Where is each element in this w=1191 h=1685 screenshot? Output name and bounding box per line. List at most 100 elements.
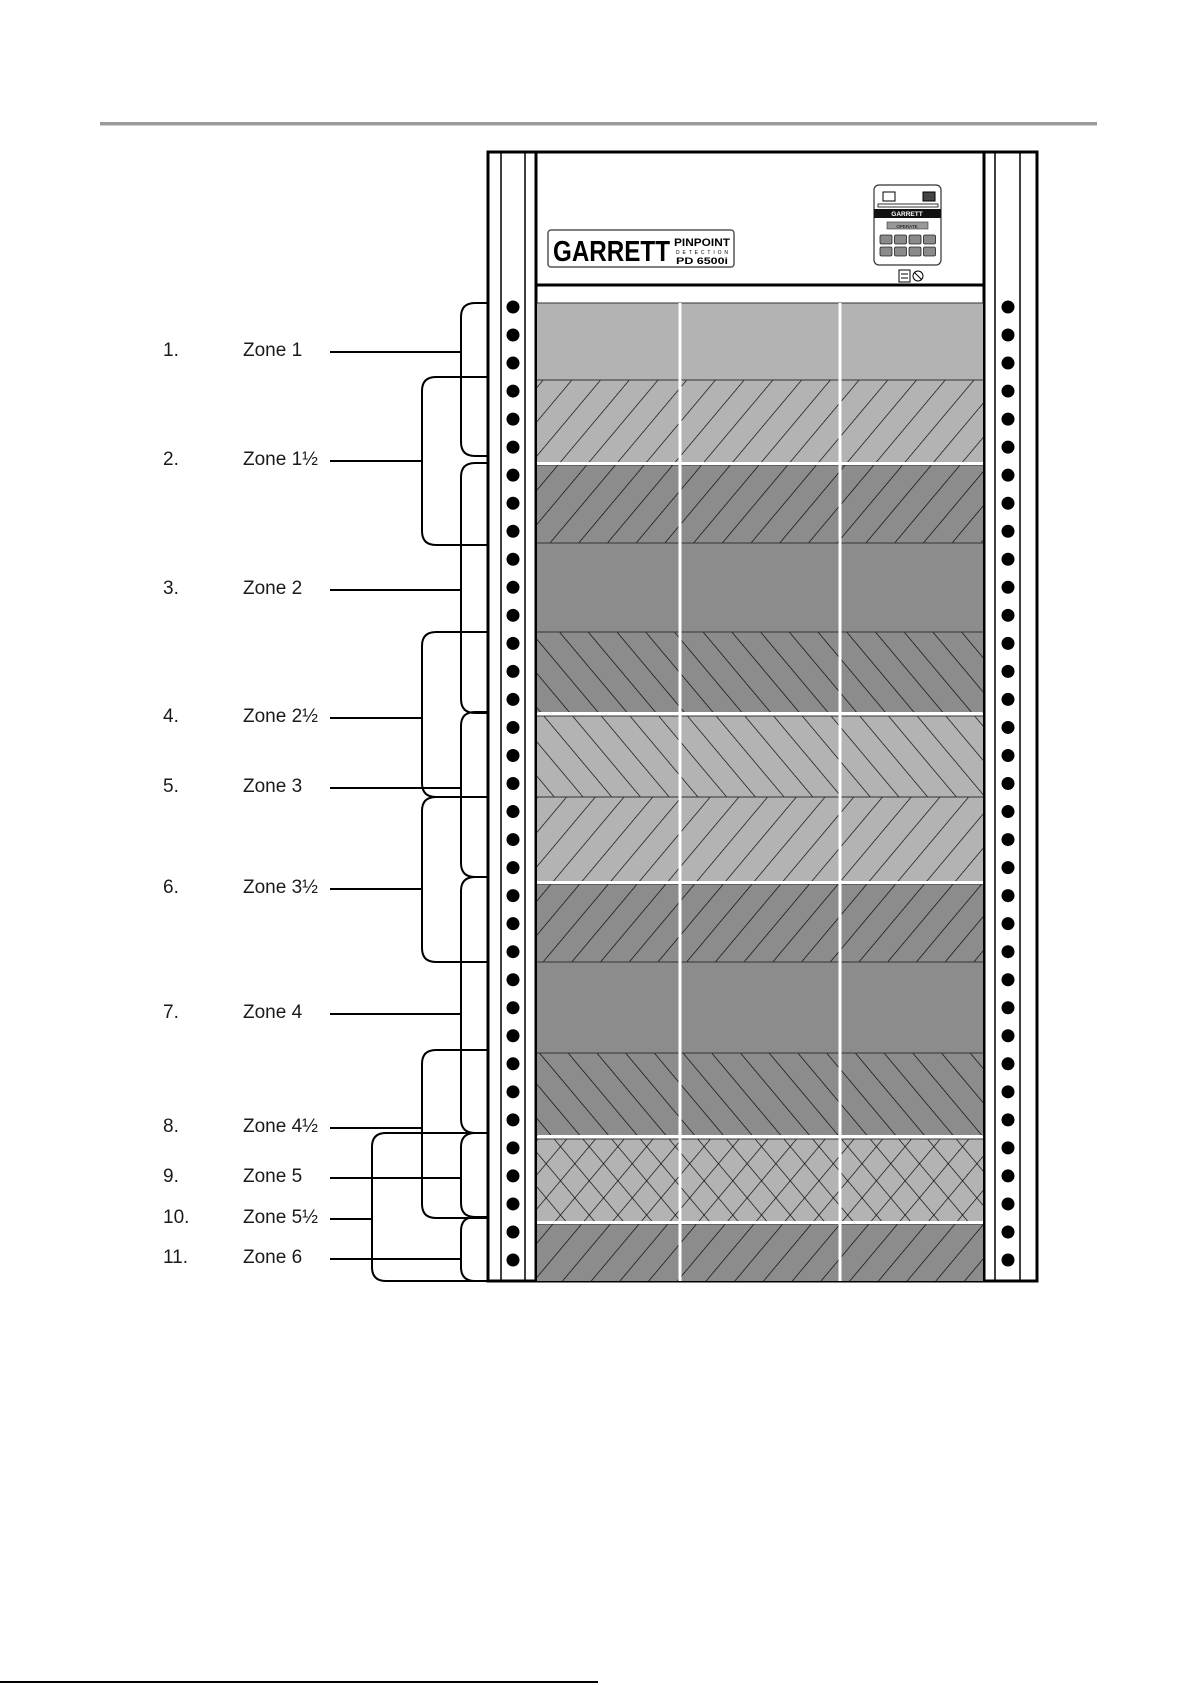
keypad-button[interactable] (879, 246, 893, 257)
zone-bracket (460, 302, 488, 457)
rail-hole (1001, 973, 1015, 987)
panel-display-text: OPERATE (896, 224, 917, 229)
rail-hole (506, 805, 520, 819)
rail-hole (506, 889, 520, 903)
zone-number: 5. (163, 776, 179, 797)
logo-plate (547, 229, 735, 268)
zone-bracket (421, 796, 488, 963)
zone-name: Zone 4½ (243, 1116, 318, 1137)
keypad-button[interactable] (908, 234, 922, 245)
zone-band-hatch (537, 465, 983, 543)
rail-dots (506, 300, 1015, 1267)
signal-bar (877, 203, 939, 208)
footer-rule (0, 1681, 598, 1683)
column-dividers (678, 303, 842, 1281)
header-rule (100, 122, 1097, 126)
rail-hole (506, 300, 520, 314)
zone-name: Zone 2 (243, 578, 303, 599)
rail-hole (506, 692, 520, 706)
zone-band-hatch (537, 884, 983, 962)
zone-band (537, 379, 983, 462)
zone-band (537, 715, 983, 797)
zone-band-hatch (537, 632, 983, 712)
rail-hole (506, 524, 520, 538)
zone-bracket (460, 1132, 488, 1218)
rail-hole (506, 580, 520, 594)
rail-hole (1001, 664, 1015, 678)
rail-hole (506, 945, 520, 959)
zone-number: 9. (163, 1166, 179, 1187)
zone-number: 1. (163, 340, 179, 361)
keypad-button[interactable] (894, 246, 907, 257)
zone-number: 3. (163, 578, 179, 599)
rail-hole (1001, 1057, 1015, 1071)
zone-bracket (460, 876, 488, 1134)
rail-hole (1001, 552, 1015, 566)
rail-hole (1001, 861, 1015, 875)
rail-hole (1001, 1253, 1015, 1267)
zone-band-hatch (537, 1139, 983, 1221)
rail-hole (506, 861, 520, 875)
zone-name: Zone 5½ (243, 1207, 318, 1228)
zone-bands (537, 302, 983, 1281)
rail-hole (1001, 1001, 1015, 1015)
zone-number: 4. (163, 706, 179, 727)
rail-hole (1001, 1029, 1015, 1043)
rail-hole (1001, 917, 1015, 931)
rail-hole (506, 1225, 520, 1239)
rail-hole (1001, 636, 1015, 650)
zone-band (537, 542, 983, 632)
rail-hole (506, 1169, 520, 1183)
keypad-button[interactable] (908, 246, 922, 257)
logo-model-text: PD 6500i (676, 256, 728, 266)
rail-hole (1001, 412, 1015, 426)
rail-hole (506, 973, 520, 987)
rail-hole (506, 917, 520, 931)
panel-brand-text: GARRETT (891, 211, 922, 218)
zone-band-hatch (537, 1224, 983, 1281)
rail-hole (1001, 608, 1015, 622)
zone-band (537, 631, 983, 712)
keypad[interactable] (879, 234, 936, 257)
zone-band (537, 1138, 983, 1221)
rail-hole (506, 664, 520, 678)
rail-hole (506, 384, 520, 398)
zone-bracket (460, 1216, 488, 1282)
keypad-button[interactable] (923, 234, 936, 245)
keypad-button[interactable] (923, 246, 936, 257)
zone-number: 7. (163, 1002, 179, 1023)
zone-bracket (460, 462, 488, 714)
zone-number: 6. (163, 877, 179, 898)
zone-band-hatch (537, 716, 983, 797)
rail-hole (506, 496, 520, 510)
rail-hole (1001, 1085, 1015, 1099)
key-switch-icon[interactable] (898, 269, 911, 283)
zone-band-fill (537, 303, 983, 380)
rail-hole (1001, 1169, 1015, 1183)
rail-hole (1001, 748, 1015, 762)
rail-hole (506, 440, 520, 454)
rail-hole (1001, 692, 1015, 706)
rail-hole (1001, 1141, 1015, 1155)
rail-hole (506, 1001, 520, 1015)
alarm-indicator-icon (922, 191, 936, 202)
zone-name: Zone 1½ (243, 449, 318, 470)
rail-hole (506, 1057, 520, 1071)
keypad-button[interactable] (879, 234, 893, 245)
zone-name: Zone 6 (243, 1247, 303, 1268)
rail-hole (1001, 524, 1015, 538)
rail-hole (1001, 777, 1015, 791)
rail-hole (506, 328, 520, 342)
power-indicator-icon (882, 191, 896, 202)
rail-hole (1001, 328, 1015, 342)
rail-hole (1001, 496, 1015, 510)
logo-pinpoint-text: PINPOINT (674, 237, 730, 249)
rail-hole (1001, 356, 1015, 370)
rail-hole (506, 833, 520, 847)
panel-brand-strip (874, 209, 941, 218)
zone-band (537, 961, 983, 1053)
rail-hole (1001, 1225, 1015, 1239)
keypad-button[interactable] (894, 234, 907, 245)
rail-hole (1001, 805, 1015, 819)
control-panel[interactable]: GARRETT OPERATE (873, 184, 942, 283)
